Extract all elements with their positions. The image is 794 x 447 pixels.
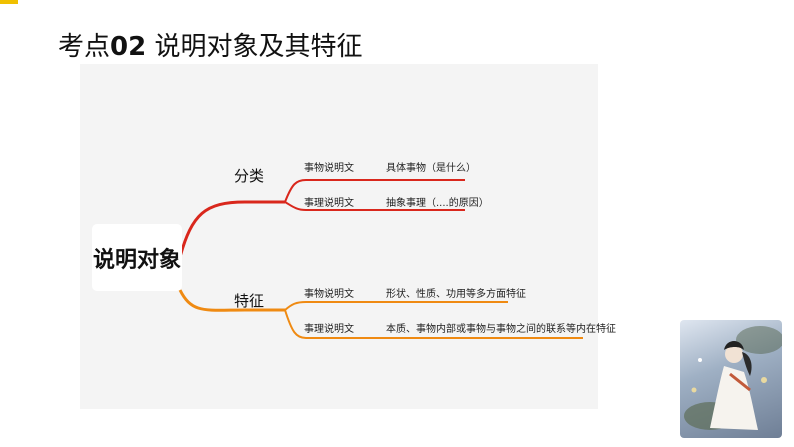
title-number: 02 xyxy=(110,32,147,62)
leaf-type: 事物说明文 xyxy=(304,289,354,300)
mindmap-diagram: 说明对象 分类 特征 事物说明文 具体事物（是什么） 事理说明文 抽象事理（..… xyxy=(80,64,616,409)
mindmap-connectors xyxy=(178,179,583,339)
leaf-type: 事理说明文 xyxy=(304,198,354,209)
connector-bottom-branch-to-leaf-2 xyxy=(284,309,583,339)
connector-root-to-top-branch xyxy=(178,200,285,258)
slide-title: 考点02 说明对象及其特征 xyxy=(58,26,362,63)
leaf-description: 本质、事物内部或事物与事物之间的联系等内在特征 xyxy=(386,324,616,335)
connector-top-branch-to-leaf-2 xyxy=(284,201,465,211)
root-node: 说明对象 xyxy=(92,224,182,291)
title-prefix: 考点 xyxy=(58,32,111,62)
title-text: 说明对象及其特征 xyxy=(154,32,363,62)
leaf-type: 事理说明文 xyxy=(304,324,354,335)
accent-bar xyxy=(0,0,18,4)
connector-root-to-bottom-branch xyxy=(178,289,285,312)
branch-label-classification: 分类 xyxy=(234,167,265,185)
leaf-description: 抽象事理（....的原因） xyxy=(386,198,489,209)
leaf-description: 形状、性质、功用等多方面特征 xyxy=(386,289,526,300)
connector-top-branch-to-leaf-1 xyxy=(284,179,465,203)
connector-bottom-branch-to-leaf-1 xyxy=(284,301,508,311)
branch-label-features: 特征 xyxy=(234,292,265,310)
leaf-type: 事物说明文 xyxy=(304,163,354,174)
woman-in-white-painting-icon xyxy=(680,320,782,438)
leaf-description: 具体事物（是什么） xyxy=(386,163,476,174)
painting-illustration xyxy=(684,326,782,430)
